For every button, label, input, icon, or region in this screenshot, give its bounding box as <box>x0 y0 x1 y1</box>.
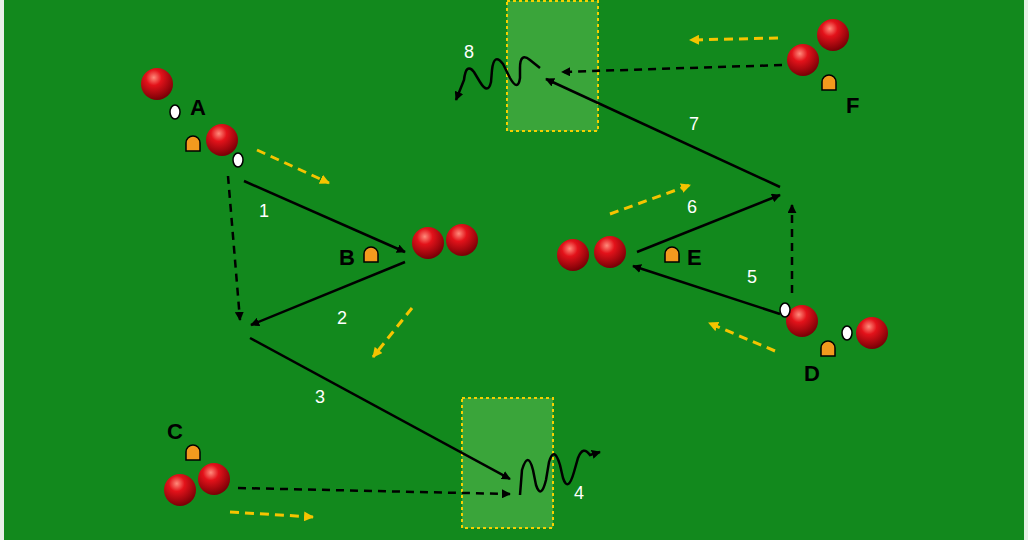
shot <box>456 57 600 495</box>
passes <box>244 79 780 479</box>
step-number: 3 <box>315 388 325 406</box>
dribble-runs <box>228 65 792 494</box>
step-number: 7 <box>689 115 699 133</box>
zone <box>462 398 553 528</box>
pitch <box>4 0 1024 540</box>
step-number: 4 <box>574 484 584 502</box>
soccer-balls <box>170 105 852 340</box>
players <box>141 19 888 506</box>
step-number: 6 <box>687 198 697 216</box>
player-runs <box>230 38 778 517</box>
cones <box>186 75 836 460</box>
player-label: A <box>190 97 206 119</box>
player-label: D <box>804 363 820 385</box>
player-label: F <box>846 95 859 117</box>
step-number: 1 <box>259 202 269 220</box>
step-number: 5 <box>747 268 757 286</box>
step-number: 2 <box>337 309 347 327</box>
step-number: 8 <box>464 43 474 61</box>
player-label: E <box>687 247 702 269</box>
player-label: C <box>167 421 183 443</box>
player-label: B <box>339 247 355 269</box>
